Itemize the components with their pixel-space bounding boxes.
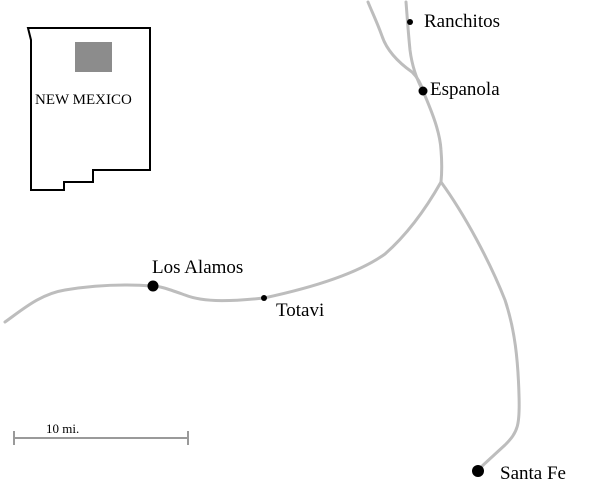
los-alamos-label: Los Alamos (152, 257, 243, 278)
scale-bar-label: 10 mi. (46, 421, 79, 436)
state-label: NEW MEXICO (35, 92, 132, 108)
road-espanola-to-junction (421, 89, 444, 184)
espanola-label: Espanola (430, 79, 500, 100)
santa-fe-label: Santa Fe (500, 463, 566, 484)
espanola-marker (418, 86, 428, 96)
study-area-highlight (75, 42, 112, 72)
state-inset: NEW MEXICO (26, 27, 151, 191)
new-mexico-outline (26, 27, 151, 191)
ranchitos-label: Ranchitos (424, 11, 500, 32)
totavi-label: Totavi (276, 300, 324, 321)
place-markers: Ranchitos Espanola Los Alamos Totavi San… (147, 11, 566, 484)
santa-fe-marker (472, 465, 484, 477)
los-alamos-marker (147, 280, 159, 292)
scale-bar: 10 mi. (13, 421, 189, 445)
road-to-los-alamos (3, 180, 443, 324)
road-to-santa-fe (439, 180, 521, 472)
ranchitos-marker (407, 19, 413, 25)
road-north-east-branch (404, 0, 425, 93)
road-network (3, 0, 521, 472)
totavi-marker (261, 295, 267, 301)
road-north-west-branch (366, 0, 425, 93)
